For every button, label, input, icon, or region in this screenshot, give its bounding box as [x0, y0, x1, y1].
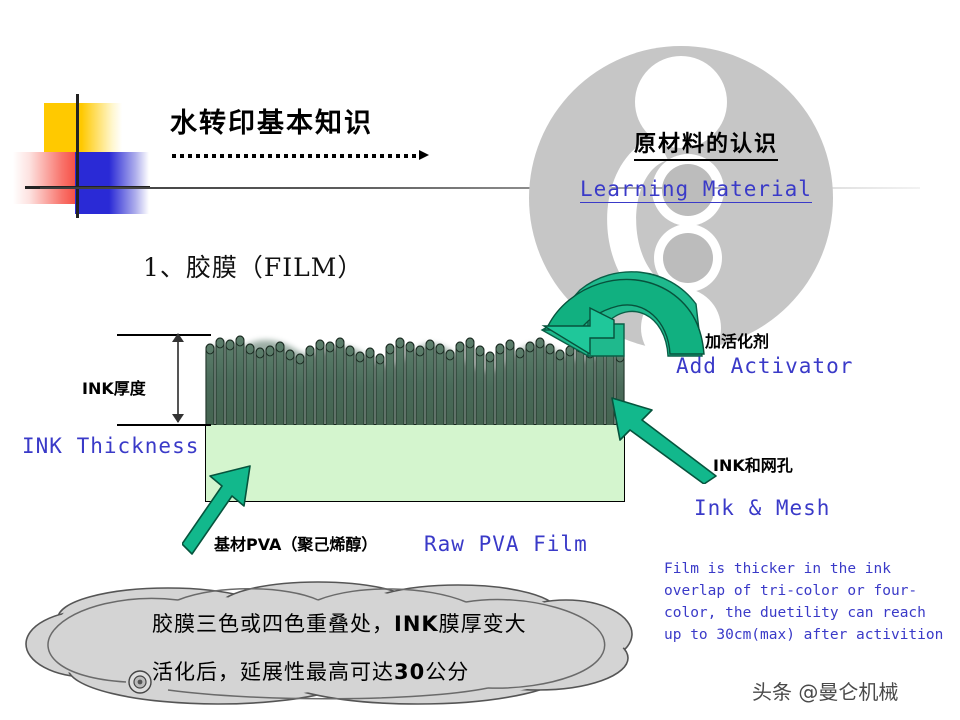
cloud-line1-part-c: 膜厚变大	[438, 612, 527, 636]
measure-arrow-up-icon	[172, 333, 184, 342]
measure-dimension-line	[177, 338, 179, 422]
pva-base-film-layer	[205, 424, 625, 502]
english-note-text: Film is thicker in the ink overlap of tr…	[664, 561, 944, 644]
cloud-callout	[18, 578, 638, 706]
logo-vertical-rule	[76, 94, 79, 218]
logo-blue-square	[75, 152, 149, 214]
cloud-line2-part-b: 30	[394, 660, 426, 684]
measure-arrow-down-icon	[172, 414, 184, 423]
ink-thickness-label-en: INK Thickness	[22, 434, 200, 458]
base-film-label-cn: 基材PVA（聚己烯醇）	[214, 535, 378, 554]
cloud-line1-part-b: INK	[394, 612, 439, 636]
ink-thickness-label-cn: INK厚度	[82, 379, 146, 398]
header-divider-rule	[40, 187, 920, 189]
watermark: 头条 @曼仑机械	[752, 680, 899, 704]
cloud-line2-part-a: 活化后，延展性最高可达	[152, 660, 394, 684]
cloud-line1-part-a: 胶膜三色或四色重叠处，	[152, 612, 394, 636]
section-title: 1、胶膜（FILM）	[143, 253, 364, 282]
page-title: 水转印基本知识	[170, 108, 373, 139]
ink-mesh-label-cn: INK和网孔	[713, 456, 793, 475]
cloud-text-line-1: 胶膜三色或四色重叠处，INK膜厚变大	[152, 608, 527, 638]
measure-top-guide	[117, 334, 211, 336]
title-dotted-line	[172, 154, 418, 158]
header-title-en: Learning Material	[580, 177, 812, 203]
add-activator-label-en: Add Activator	[676, 354, 854, 378]
header-title-cn: 原材料的认识	[634, 126, 779, 161]
ink-mesh-label-en: Ink & Mesh	[694, 496, 831, 520]
cloud-line2-part-c: 公分	[425, 660, 470, 684]
cloud-spiral-icon	[128, 670, 152, 694]
title-arrow-icon	[419, 150, 429, 160]
ink-layer-graphic	[205, 332, 625, 425]
base-film-label-en: Raw PVA Film	[424, 532, 588, 556]
add-activator-label-cn: 加活化剂	[705, 332, 770, 351]
cloud-text-line-2: 活化后，延展性最高可达30公分	[152, 656, 469, 686]
measure-bottom-guide	[117, 424, 211, 426]
